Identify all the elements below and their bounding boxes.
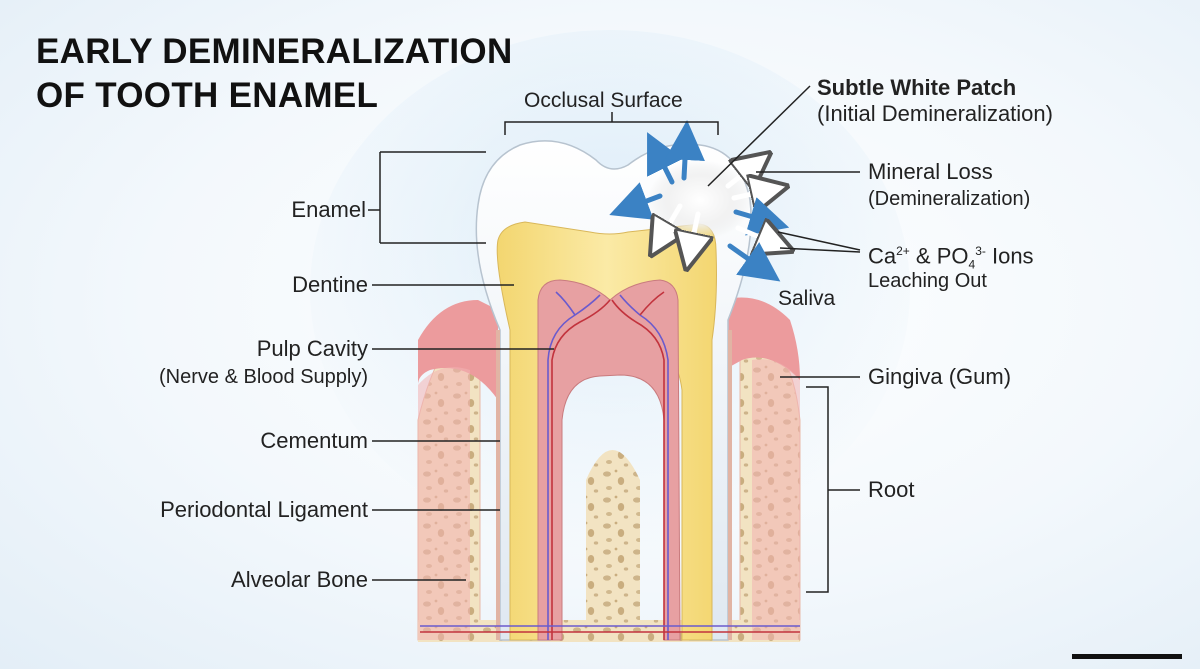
title-line-1: EARLY DEMINERALIZATION: [36, 32, 513, 71]
title-line-2: OF TOOTH ENAMEL: [36, 76, 379, 115]
label-ions-suffix: Ions: [985, 243, 1034, 269]
label-pulp-cavity: Pulp Cavity: [256, 336, 368, 361]
ion-arrows: [609, 120, 776, 282]
label-saliva: Saliva: [778, 287, 836, 310]
label-periodontal-ligament: Periodontal Ligament: [160, 497, 368, 522]
label-ions-po-subscript: 4: [968, 257, 976, 272]
label-ions-ca: Ca: [868, 243, 897, 269]
scale-bar: [1072, 654, 1182, 659]
label-ions: Ca2+ & PO43- Ions: [868, 238, 1034, 278]
label-gingiva: Gingiva (Gum): [868, 364, 1012, 389]
label-ions-ca-charge: 2+: [896, 244, 910, 258]
label-white-patch-title: Subtle White Patch: [817, 75, 1017, 100]
label-ions-po: & PO: [909, 243, 969, 269]
label-ions-po-charge: 3-: [975, 244, 986, 258]
label-white-patch-sub: (Initial Demineralization): [817, 101, 1053, 126]
label-enamel: Enamel: [291, 197, 366, 222]
diagram-title: EARLY DEMINERALIZATION OF TOOTH ENAMEL: [36, 30, 513, 118]
label-mineral-loss: Mineral Loss: [868, 159, 993, 184]
label-occlusal-surface: Occlusal Surface: [524, 89, 683, 112]
gingiva: [418, 297, 800, 640]
label-ions-leaching: Leaching Out: [868, 270, 987, 292]
label-cementum: Cementum: [260, 428, 368, 453]
label-mineral-loss-sub: (Demineralization): [868, 188, 1031, 210]
label-alveolar-bone: Alveolar Bone: [231, 567, 368, 592]
label-dentine: Dentine: [292, 272, 368, 297]
label-root: Root: [868, 477, 915, 502]
label-pulp-cavity-sub: (Nerve & Blood Supply): [159, 366, 368, 388]
leader-lines: [368, 85, 861, 593]
pulp-cavity: [537, 279, 681, 641]
